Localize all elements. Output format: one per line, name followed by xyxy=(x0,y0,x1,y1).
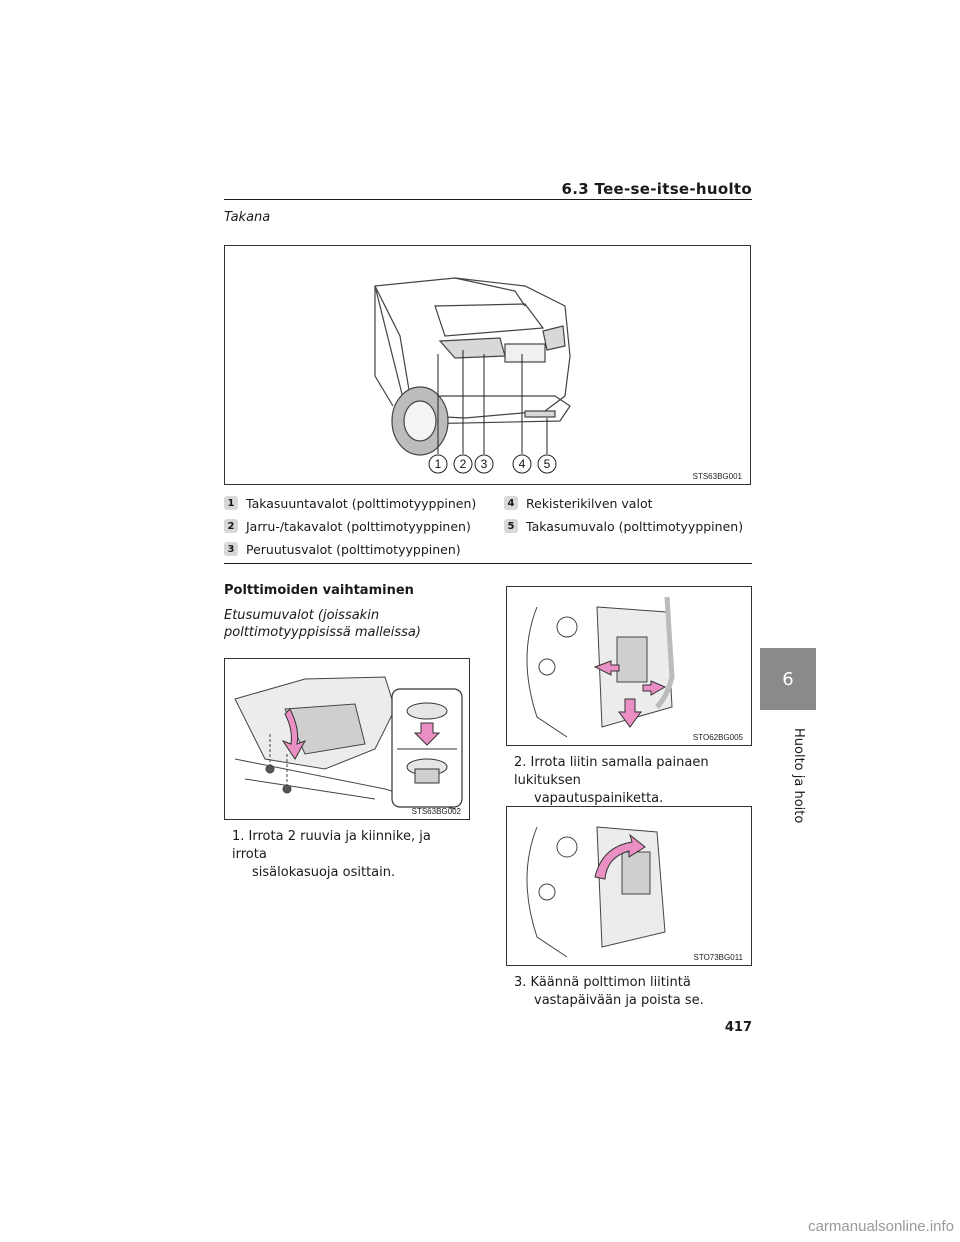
legend-text: Takasumuvalo (polttimotyyppinen) xyxy=(526,518,744,534)
figure-code: STO73BG011 xyxy=(693,953,743,962)
callout-3: 3 xyxy=(481,457,488,471)
callout-5: 5 xyxy=(544,457,551,471)
step2-figure: STO62BG005 xyxy=(506,586,752,746)
connector-release-illustration xyxy=(526,596,675,738)
rear-lights-figure: 1 2 3 4 5 STS63BG001 xyxy=(224,245,751,485)
step-3: 3. Käännä polttimon liitintä vastapäivää… xyxy=(514,974,754,1010)
step3-figure: STO73BG011 xyxy=(506,806,752,966)
chapter-tab[interactable]: 6 xyxy=(760,648,816,710)
legend-rule xyxy=(224,563,752,564)
step-text: 3. Käännä polttimon liitintä xyxy=(514,975,691,990)
callout-4: 4 xyxy=(519,457,526,471)
step1-figure: STS63BG002 xyxy=(224,658,470,820)
legend-text: Peruutusvalot (polttimotyyppinen) xyxy=(246,541,461,557)
page-number: 417 xyxy=(724,1020,752,1035)
rear-car-illustration: 1 2 3 4 5 xyxy=(374,277,571,474)
legend-item: 3 Peruutusvalot (polttimotyyppinen) xyxy=(224,539,488,559)
legend-text: Takasuuntavalot (polttimotyyppinen) xyxy=(246,495,477,511)
down-arrow-icon xyxy=(618,698,642,728)
legend-item: 4 Rekisterikilven valot xyxy=(504,493,752,513)
rear-legend-right: 4 Rekisterikilven valot 5 Takasumuvalo (… xyxy=(504,493,752,536)
section-heading: Polttimoiden vaihtaminen xyxy=(224,583,414,598)
step-text: vapautuspainiketta. xyxy=(534,791,664,806)
pink-arrow-icon xyxy=(281,708,307,760)
legend-text: Jarru-/takavalot (polttimotyyppinen) xyxy=(246,518,471,534)
figure-code: STO62BG005 xyxy=(692,733,743,742)
legend-item: 2 Jarru-/takavalot (polttimotyyppinen) xyxy=(224,516,488,536)
step-1: 1. Irrota 2 ruuvia ja kiinnike, ja irrot… xyxy=(232,828,468,882)
step-text: 1. Irrota 2 ruuvia ja kiinnike, ja irrot… xyxy=(232,829,431,862)
subheading-line: polttimotyyppisissä malleissa) xyxy=(224,625,421,640)
rotate-arrow-icon xyxy=(594,833,646,880)
subheading-line: Etusumuvalot (joissakin xyxy=(224,608,380,623)
press-arrow-icon xyxy=(593,660,620,676)
step-text: sisälokasuoja osittain. xyxy=(252,865,396,880)
rear-subtitle: Takana xyxy=(224,210,271,225)
step-2: 2. Irrota liitin samalla painaen lukituk… xyxy=(514,754,754,808)
rear-legend-left: 1 Takasuuntavalot (polttimotyyppinen) 2 … xyxy=(224,493,488,559)
legend-text: Rekisterikilven valot xyxy=(526,495,653,511)
figure-code: STS63BG001 xyxy=(692,472,742,481)
bulb-rotate-illustration xyxy=(526,826,666,958)
legend-number: 2 xyxy=(224,519,238,533)
callout-2: 2 xyxy=(460,457,467,471)
legend-number: 4 xyxy=(504,496,518,510)
figure-code: STS63BG002 xyxy=(411,807,461,816)
watermark: carmanualsonline.info xyxy=(808,1218,954,1235)
chapter-tab-label: Huolto ja hoito xyxy=(791,728,806,824)
callout-1: 1 xyxy=(435,457,442,471)
legend-item: 5 Takasumuvalo (polttimotyyppinen) xyxy=(504,516,752,536)
legend-item: 1 Takasuuntavalot (polttimotyyppinen) xyxy=(224,493,488,513)
legend-number: 1 xyxy=(224,496,238,510)
header-rule xyxy=(224,199,752,200)
step-text: vastapäivään ja poista se. xyxy=(534,993,704,1008)
step-text: 2. Irrota liitin samalla painaen lukituk… xyxy=(514,755,709,788)
press-arrow-icon xyxy=(642,680,667,696)
fender-liner-illustration xyxy=(234,676,463,810)
legend-number: 5 xyxy=(504,519,518,533)
section-title: 6.3 Tee-se-itse-huolto xyxy=(561,180,752,198)
fog-lights-subheading: Etusumuvalot (joissakin polttimotyyppisi… xyxy=(224,607,421,641)
down-arrow-icon xyxy=(413,722,441,746)
legend-number: 3 xyxy=(224,542,238,556)
